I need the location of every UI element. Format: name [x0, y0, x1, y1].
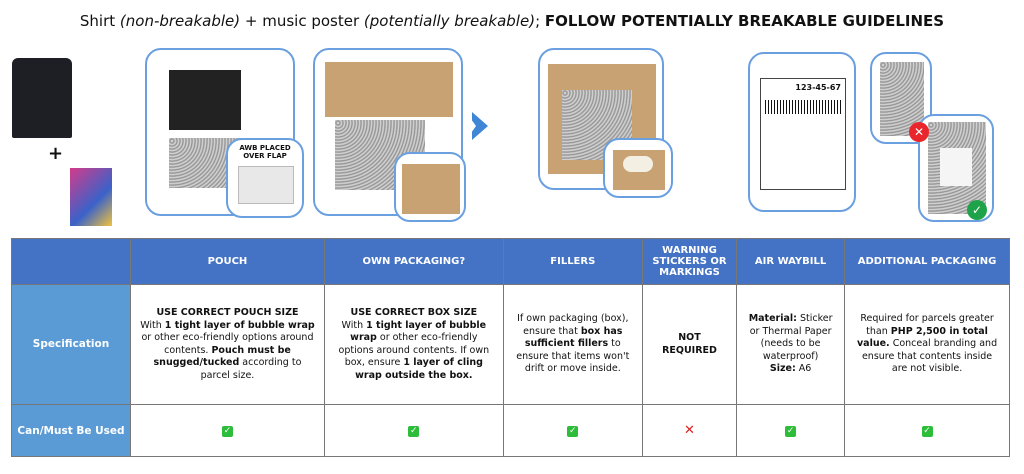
wrapped-box-card [394, 152, 466, 222]
cell-text: 1 tight layer of bubble wrap [164, 319, 315, 331]
filler-peanuts-card [603, 138, 673, 198]
cross-icon: ✕ [684, 423, 695, 438]
column-header: POUCH [130, 238, 325, 285]
column-header: WARNING STICKERS OR MARKINGS [641, 238, 738, 285]
specification-cell: Material: Sticker or Thermal Paper (need… [736, 284, 846, 405]
check-icon: ✓ [785, 425, 797, 437]
usage-cell: ✓ [323, 404, 504, 457]
page-title: Shirt (non-breakable) + music poster (po… [79, 12, 945, 30]
cell-text: 1 tight layer of bubble wrap [350, 319, 487, 344]
specification-cell: Required for parcels greater than PHP 2,… [844, 284, 1010, 405]
cell-text: Sticker or Thermal Paper (needs to be wa… [749, 313, 833, 362]
cell-text: 1 layer of cling wrap outside the box. [355, 357, 483, 381]
column-header: ADDITIONAL PACKAGING [844, 238, 1010, 285]
column-header: OWN PACKAGING? [323, 238, 504, 285]
awb-number: 123-45-67 [795, 83, 841, 92]
usage-cell: ✓ [736, 404, 846, 457]
usage-cell: ✓ [844, 404, 1010, 457]
cell-text: Material: [748, 313, 797, 325]
awb-callout: AWB PLACED OVER FLAP [239, 144, 291, 160]
cell-text: USE CORRECT POUCH SIZE [156, 307, 299, 318]
usage-cell: ✓ [130, 404, 325, 457]
cell-text: With [341, 319, 367, 331]
usage-cell: ✕ [641, 404, 738, 457]
row-label: Can/Must Be Used [11, 404, 131, 457]
wrong-pouch-card [870, 52, 932, 144]
cell-text: USE CORRECT BOX SIZE [350, 307, 478, 318]
check-circle-icon: ✓ [967, 200, 987, 220]
cell-text: NOT REQUIRED [662, 332, 717, 356]
cell-text: or other eco-friendly options around con… [141, 332, 314, 356]
cell-text: A6 [795, 363, 812, 375]
poster-image [70, 168, 112, 226]
usage-cell: ✓ [502, 404, 643, 457]
cross-icon: ✕ [909, 122, 929, 142]
arrow-right-icon [466, 112, 488, 140]
plus-sign: + [48, 143, 64, 164]
check-icon: ✓ [567, 425, 579, 437]
check-icon: ✓ [921, 425, 933, 437]
specification-cell: NOT REQUIRED [641, 284, 738, 405]
cell-text: Conceal branding and ensure that content… [861, 338, 998, 375]
cell-text: Size: [769, 363, 796, 375]
column-header: FILLERS [502, 238, 643, 285]
cell-text: PHP 2,500 in total value. [856, 325, 988, 350]
column-header [11, 238, 131, 285]
check-icon: ✓ [408, 425, 420, 437]
shirt-image [12, 58, 72, 138]
cell-text: or other eco-friendly options around con… [338, 332, 490, 368]
cell-text: Required for parcels greater than [860, 313, 994, 337]
cell-text: Pouch must be snugged/tucked [153, 344, 291, 369]
cell-text: If own packaging (box), ensure that [517, 313, 629, 337]
cell-text: With [140, 319, 165, 331]
fillers-image-card [538, 48, 664, 190]
air-waybill-card: 123-45-67 [748, 52, 856, 212]
row-label: Specification [11, 284, 131, 405]
cell-text: box has sufficient fillers [524, 325, 623, 350]
awb-flap-card: AWB PLACED OVER FLAP [226, 138, 304, 218]
specification-cell: If own packaging (box), ensure that box … [502, 284, 643, 405]
cell-text: to ensure that items won't drift or move… [516, 338, 630, 375]
column-header: AIR WAYBILL [736, 238, 846, 285]
cell-text: according to parcel size. [200, 357, 302, 381]
check-icon: ✓ [221, 425, 233, 437]
table-row-can-must-be-used: Can/Must Be Used ✓ ✓ ✓ ✕ ✓ ✓ [11, 404, 1010, 457]
